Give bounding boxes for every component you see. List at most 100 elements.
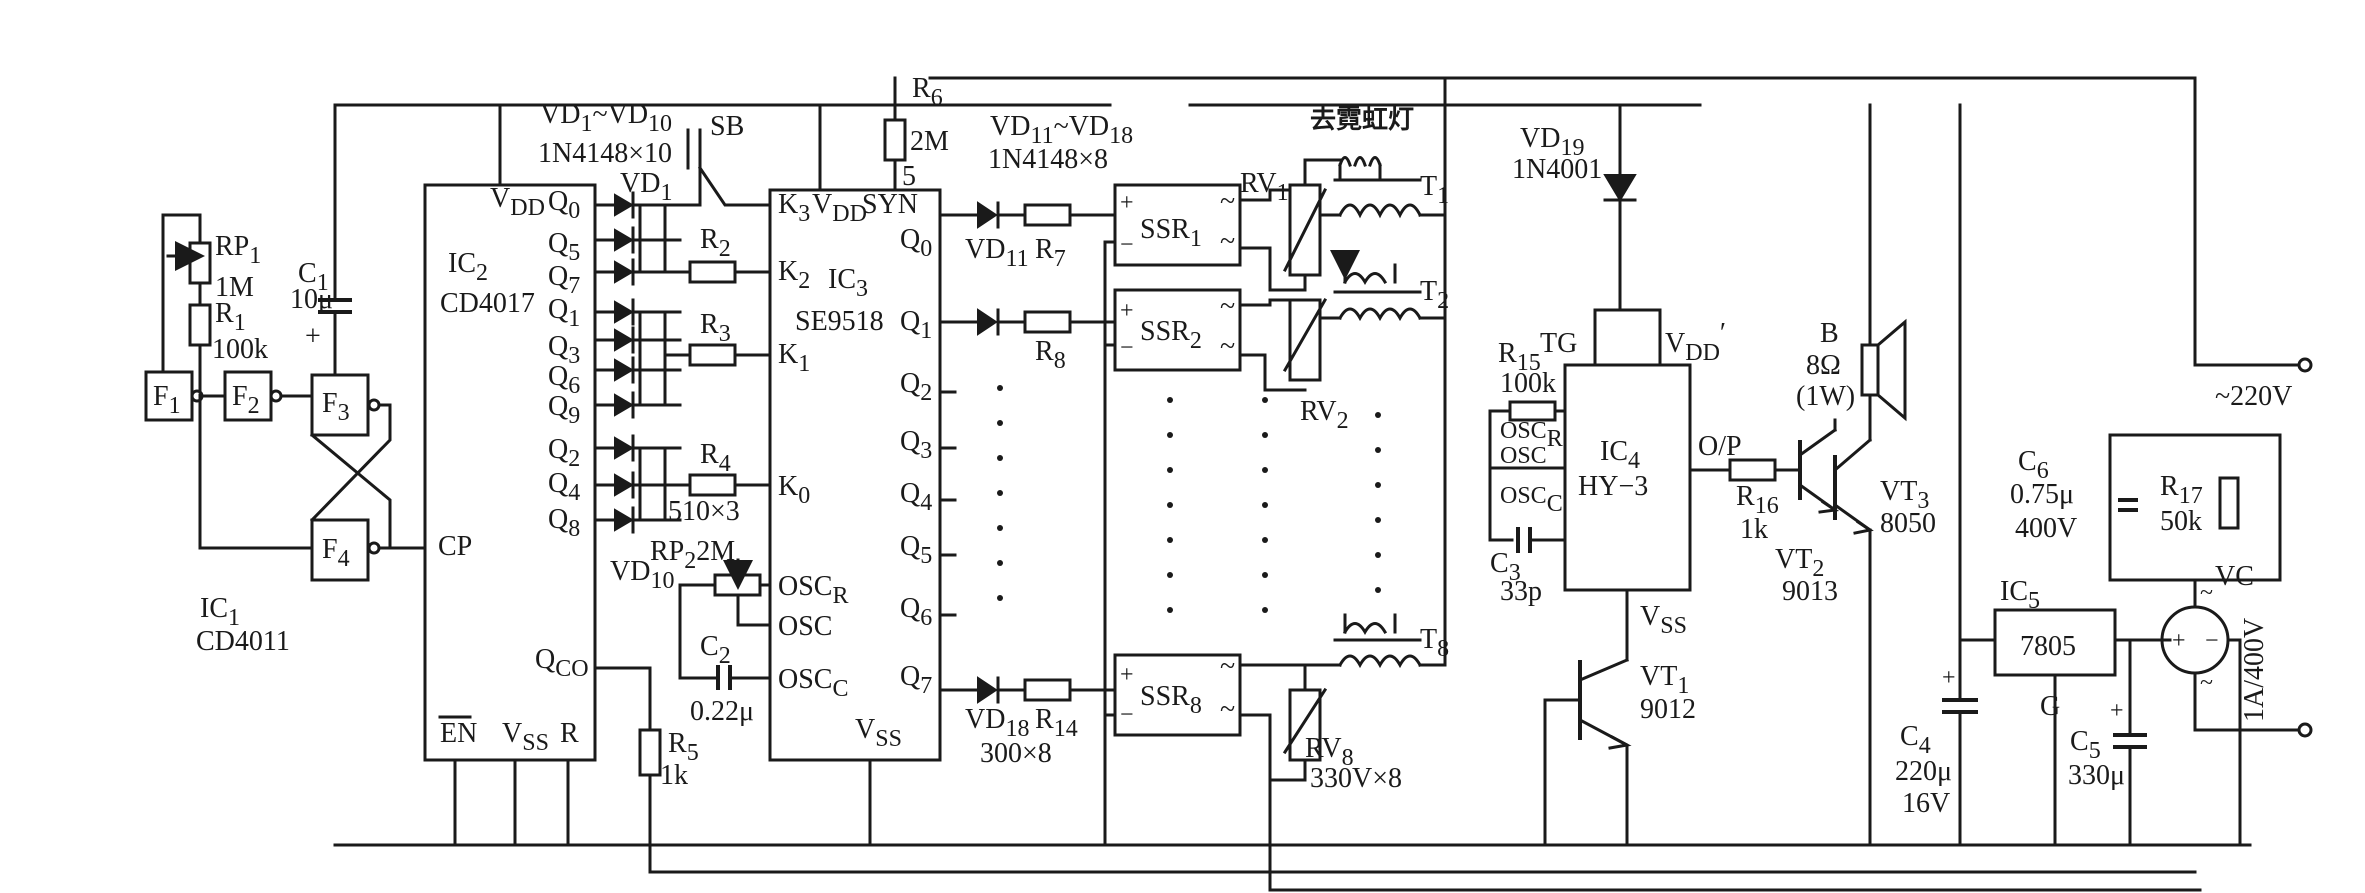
ic3-k0: K0 [778,471,810,509]
ic2-q0: Q0 [548,186,580,224]
c5-capacitor [2113,733,2147,749]
ic3-q5: Q5 [900,531,932,569]
rv2-varistor [1288,298,1322,382]
ic2-en: EN [440,718,477,749]
ic4-osc: OSC [1500,443,1547,469]
r8-label: R8 [1035,336,1066,374]
f2-label: F2 [232,381,260,419]
ssr1-plus: + [1120,190,1134,216]
vt3-part: 8050 [1880,508,1936,539]
r15-resistor [1508,400,1557,422]
ic4-oscc: OSCC [1500,483,1563,517]
c6-capacitor [2118,498,2138,512]
supply-rails [333,76,2313,892]
r3-label: R3 [700,309,731,347]
c5-label: C5 [2070,726,2101,764]
r1-resistor [188,303,212,347]
drivers: R6 2M 5 VD11~VD18 1N4148×8 VD11 R7 + − S… [883,73,1381,847]
vc-label: VC [2215,561,2254,592]
t1-label: T1 [1420,171,1449,209]
ic1-part: CD4011 [196,626,290,657]
vd11-vd18-part: 1N4148×8 [988,144,1108,175]
neon-lamps: 去霓虹灯 RV1 T1 RV2 T2 [1238,76,1449,892]
r17-value: 50k [2160,506,2202,537]
r4-value: 510×3 [668,496,740,527]
vd11-label: VD11 [965,234,1029,272]
r5-resistor [638,728,662,777]
channel-ellipsis [997,385,1381,613]
ic3-vdd: VDD [812,189,867,227]
mains-terminal-2 [2297,722,2313,738]
speaker-label: B [1820,318,1839,349]
ssr2-label: SSR2 [1140,316,1202,354]
f1-label: F1 [153,381,181,419]
vc-tilde-top: ~ [2200,580,2213,606]
t1-coil [1337,203,1423,219]
ic3-q2: Q2 [900,368,932,406]
neon-lamp-title: 去霓虹灯 [1310,105,1414,135]
r6-value: 2M [910,126,949,157]
vd1-label: VD1 [620,168,672,206]
ic2-q1: Q1 [548,294,580,332]
c1-plus: + [305,321,321,352]
speaker-value: 8Ω [1806,350,1841,381]
vc-minus: − [2205,628,2219,654]
c5-plus: + [2110,698,2124,724]
ic2-q3: Q3 [548,331,580,369]
ssr2-minus: − [1120,335,1134,361]
power-supply: + C4 220μ 16V 7805 IC5 G + C5 330μ ~ + −… [1895,103,2292,847]
r16-label: R16 [1736,481,1779,519]
r6-resistor [883,118,907,162]
vd11-diode [977,201,998,229]
r15-label: R15 [1498,338,1541,376]
r2-resistor [688,260,737,284]
ssr8-block [1113,653,1242,737]
r16-value: 1k [1740,514,1768,545]
vc-value: 1A/400V [2239,618,2270,722]
rv8-label: RV8 [1305,733,1354,771]
ic1-label: IC1 [200,593,240,631]
ic3-q6: Q6 [900,593,932,631]
c2-value: 0.22μ [690,696,754,727]
vd18-label: VD18 [965,704,1029,742]
vt2-label: VT2 [1775,544,1824,582]
r1-value: 100k [212,334,268,365]
f3-label: F3 [322,388,350,426]
ssr1-minus: − [1120,232,1134,258]
c6-label: C6 [2018,446,2049,484]
ic4-oscr: OSCR [1500,418,1563,452]
r16-resistor [1728,458,1777,482]
vc-plus: + [2172,628,2186,654]
ic2-vss: VSS [502,718,549,756]
c6-voltage: 400V [2015,513,2077,544]
t8-coil [1337,654,1423,669]
rp1-value: 1M [215,272,254,303]
vd1-vd10-part: 1N4148×10 [538,138,672,169]
ic3-body [768,188,942,762]
vd10-label: VD10 [610,556,674,594]
ic4-part: HY−3 [1578,471,1648,502]
r6-label: R6 [912,73,943,111]
r15-value: 100k [1500,368,1556,399]
r3-resistor [688,343,737,367]
ssr8-ac2: ~ [1220,694,1235,725]
ssr1-block [1113,183,1242,267]
ic2-q8: Q8 [548,504,580,542]
ic2-q4: Q4 [548,468,580,506]
ssr8-plus: + [1120,662,1134,688]
mains-label: ~220V [2215,381,2292,412]
ssr8-ac1: ~ [1220,651,1235,682]
c4-plus: + [1942,665,1956,691]
ic2-label: IC2 [448,248,488,286]
rv1-label: RV1 [1240,168,1289,206]
sound-section: VD19 1N4001 TG VDD′ IC4 HY−3 OSCR OSC OS… [1488,103,1936,847]
ic4-op: O/P [1698,431,1742,462]
ic2-cp: CP [438,531,472,562]
c3-capacitor [1516,527,1532,553]
sb-label: SB [710,111,744,142]
vd19-diode [1603,174,1637,202]
ic2-q9: Q9 [548,391,580,429]
ic4-vss: VSS [1640,601,1687,639]
c4-value: 220μ [1895,756,1952,787]
